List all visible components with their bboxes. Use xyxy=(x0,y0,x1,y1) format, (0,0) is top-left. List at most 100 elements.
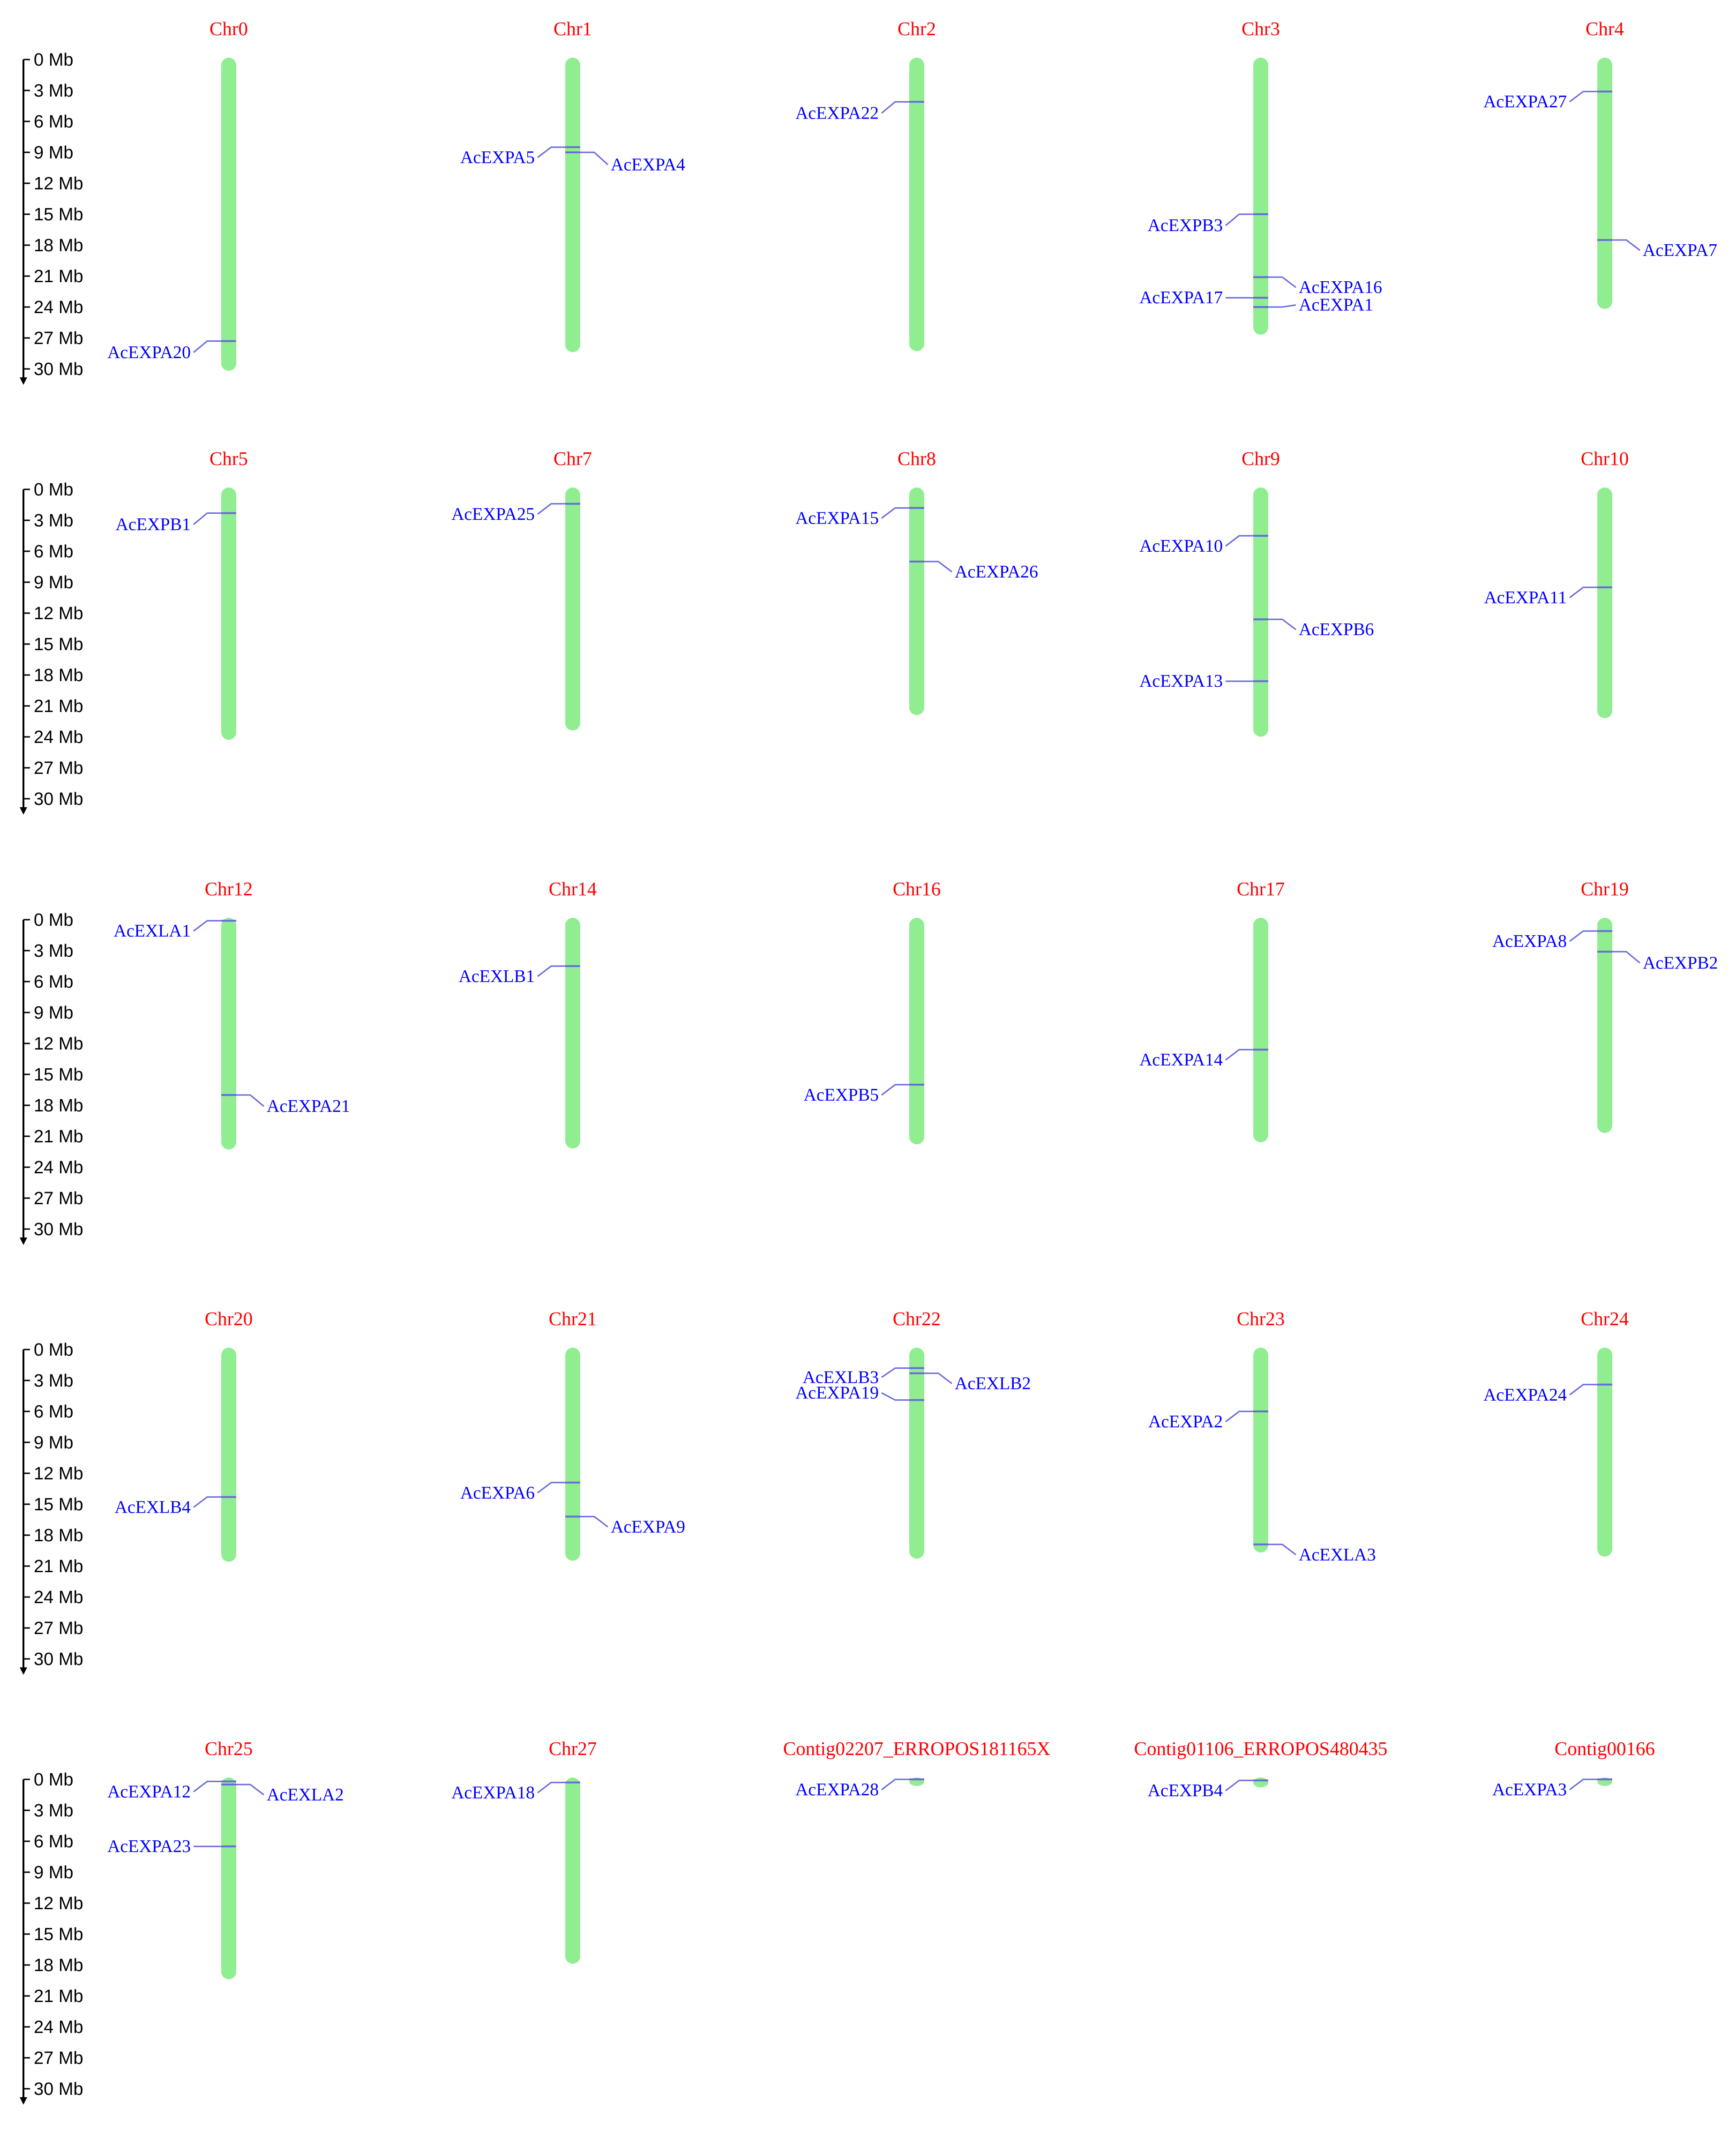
gene-leader-line xyxy=(924,1372,952,1384)
scale-tick-label: 18 Mb xyxy=(34,236,83,255)
gene-leader-line xyxy=(881,1367,909,1378)
gene-leader-line xyxy=(1569,1778,1597,1791)
chromosome-bar xyxy=(565,918,580,1148)
gene-label: AcEXPA21 xyxy=(267,1096,350,1116)
scale-tick-label: 24 Mb xyxy=(34,1158,83,1178)
gene-label: AcEXLB1 xyxy=(458,967,535,986)
gene-label: AcEXPA10 xyxy=(1139,536,1223,556)
chromosome-title: Chr8 xyxy=(898,448,936,469)
gene-leader-line xyxy=(236,1784,264,1796)
gene-leader-line xyxy=(1268,1544,1296,1555)
scale-tick-label: 18 Mb xyxy=(34,1096,83,1116)
scale-tick-label: 15 Mb xyxy=(34,1495,83,1515)
scale-tick-label: 27 Mb xyxy=(34,758,83,778)
gene-label: AcEXPA11 xyxy=(1484,588,1567,608)
scale-tick-label: 24 Mb xyxy=(34,728,83,747)
chromosome-bar xyxy=(1597,918,1612,1133)
scale-tick-label: 6 Mb xyxy=(34,542,73,562)
gene-leader-line xyxy=(1225,535,1253,547)
gene-leader-line xyxy=(1569,90,1597,103)
gene-leader-line xyxy=(1612,951,1640,964)
scale-arrow-icon xyxy=(20,377,27,385)
scale-tick-label: 9 Mb xyxy=(34,1003,73,1023)
scale-tick-label: 6 Mb xyxy=(34,1402,73,1422)
chromosome-title: Chr24 xyxy=(1581,1308,1629,1329)
chromosome-title: Contig02207_ERROPOS181165X xyxy=(783,1738,1050,1759)
gene-leader-line xyxy=(1225,1779,1253,1792)
scale-tick-label: 27 Mb xyxy=(34,2048,83,2068)
gene-label: AcEXPA8 xyxy=(1492,931,1567,951)
scale-tick-label: 12 Mb xyxy=(34,604,83,623)
chromosome-bar xyxy=(221,1778,236,1980)
chromosome-bar xyxy=(909,1348,924,1559)
gene-leader-line xyxy=(580,1515,608,1528)
gene-leader-line xyxy=(236,1094,264,1107)
gene-leader-line xyxy=(1268,304,1296,308)
gene-leader-line xyxy=(193,920,221,932)
scale-tick-label: 3 Mb xyxy=(34,1801,73,1821)
gene-leader-line xyxy=(580,151,609,165)
scale-tick-label: 27 Mb xyxy=(34,1619,83,1638)
chromosome-title: Chr10 xyxy=(1581,448,1629,469)
gene-label: AcEXPB1 xyxy=(116,515,191,534)
gene-label: AcEXLA1 xyxy=(113,921,191,941)
gene-label: AcEXPA23 xyxy=(107,1837,191,1856)
chromosome-bar xyxy=(909,58,924,352)
chromosome-bar xyxy=(221,918,236,1150)
gene-label: AcEXPA24 xyxy=(1483,1385,1567,1405)
gene-leader-line xyxy=(537,1482,565,1493)
gene-label: AcEXPA16 xyxy=(1299,278,1382,297)
chromosome-title: Chr14 xyxy=(549,878,597,900)
scale-tick-label: 21 Mb xyxy=(34,1127,83,1147)
chromosome-bar xyxy=(1597,488,1612,718)
chromosome-title: Chr23 xyxy=(1237,1308,1285,1329)
chromosome-bar xyxy=(1253,488,1268,737)
scale-tick-label: 12 Mb xyxy=(34,1034,83,1054)
scale-tick-label: 9 Mb xyxy=(34,1863,73,1882)
scale-arrow-icon xyxy=(20,1238,27,1245)
chromosome-title: Contig01106_ERROPOS480435 xyxy=(1134,1738,1388,1759)
gene-label: AcEXPA13 xyxy=(1139,671,1223,691)
gene-label: AcEXPA28 xyxy=(795,1780,879,1800)
scale-tick-label: 0 Mb xyxy=(34,480,73,500)
chromosome-title: Chr7 xyxy=(554,448,592,469)
scale-tick-label: 3 Mb xyxy=(34,941,73,961)
gene-label: AcEXPA9 xyxy=(611,1517,685,1537)
gene-label: AcEXPA4 xyxy=(611,155,685,174)
chromosome-title: Chr1 xyxy=(554,18,592,39)
chromosome-title: Chr5 xyxy=(210,448,248,469)
gene-label: AcEXPB6 xyxy=(1299,620,1374,639)
chromosome-bar xyxy=(1597,1348,1612,1557)
scale-tick-label: 3 Mb xyxy=(34,511,73,531)
gene-label: AcEXPB3 xyxy=(1148,216,1223,235)
scale-tick-label: 12 Mb xyxy=(34,1464,83,1484)
scale-tick-label: 30 Mb xyxy=(34,1650,83,1669)
scale-arrow-icon xyxy=(20,2097,27,2105)
scale-tick-label: 21 Mb xyxy=(34,697,83,716)
gene-label: AcEXPA5 xyxy=(460,148,535,167)
chromosome-bar xyxy=(1253,1348,1268,1552)
scale-tick-label: 0 Mb xyxy=(34,910,73,930)
chromosome-bar xyxy=(565,58,580,352)
chromosome-bar xyxy=(221,58,236,371)
scale-tick-label: 30 Mb xyxy=(34,1220,83,1239)
gene-label: AcEXPA27 xyxy=(1483,92,1567,112)
scale-tick-label: 18 Mb xyxy=(34,1526,83,1545)
chromosome-bar xyxy=(1253,918,1268,1142)
